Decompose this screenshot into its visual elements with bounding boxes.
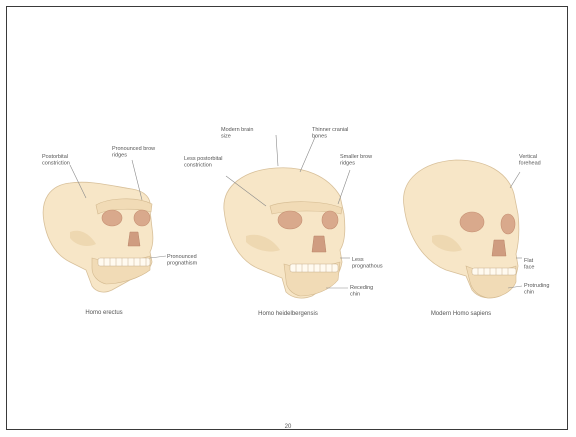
skull-homo-heidelbergensis (224, 168, 345, 298)
skull-modern-homo-sapiens (404, 160, 519, 298)
skull-homo-erectus (43, 182, 153, 292)
caption-homo-erectus: Homo erectus (85, 310, 122, 316)
caption-homo-heidelbergensis: Homo heidelbergensis (258, 311, 318, 317)
page-number: 20 (285, 424, 292, 430)
caption-modern-homo-sapiens: Modern Homo sapiens (431, 311, 491, 317)
